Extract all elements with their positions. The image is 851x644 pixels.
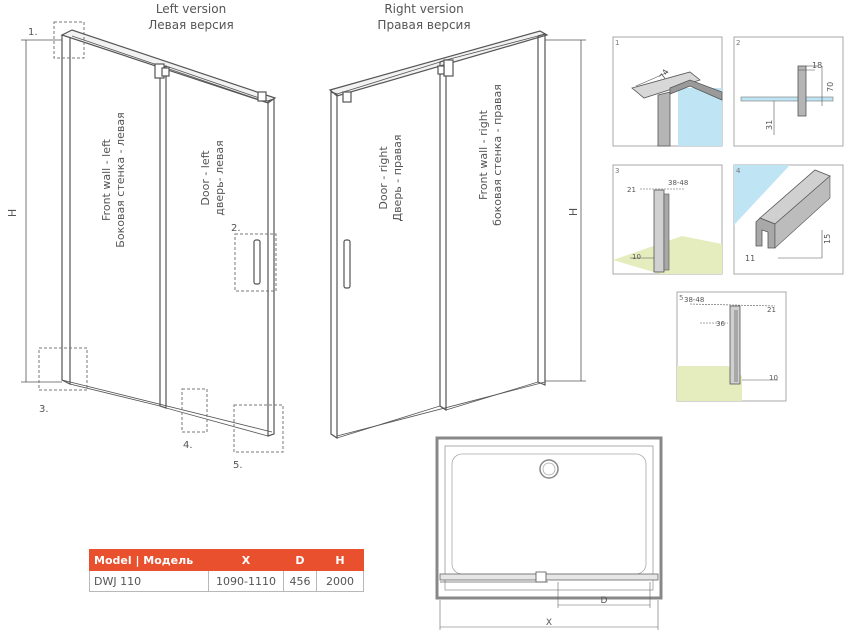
detail-3-number: 3 bbox=[615, 167, 619, 175]
plan-x-label: X bbox=[546, 618, 552, 628]
callout-label-2: 2. bbox=[231, 223, 241, 234]
callout-label-3: 3. bbox=[39, 404, 49, 415]
detail-2-dim-18: 18 bbox=[812, 61, 822, 70]
detail-4-dim-11: 11 bbox=[745, 254, 755, 263]
plan-d-label: D bbox=[601, 596, 608, 606]
left-version-title-ru: Левая версия bbox=[148, 18, 234, 32]
callout-label-4: 4. bbox=[183, 440, 193, 451]
detail-1-number: 1 bbox=[615, 39, 619, 47]
right-version-title-en: Right version bbox=[384, 2, 463, 16]
header-h: H bbox=[316, 549, 364, 571]
detail-3 bbox=[612, 164, 723, 275]
detail-5-number: 5 bbox=[679, 294, 683, 302]
left-door-label-ru: дверь- левая bbox=[213, 140, 226, 215]
table-header-row: Model | Модель X D H bbox=[89, 549, 364, 571]
detail-3-dim-21: 21 bbox=[627, 186, 636, 194]
right-front-wall-label-en: Front wall - right bbox=[477, 109, 490, 200]
left-version-drawing bbox=[21, 29, 277, 437]
cell-d: 456 bbox=[283, 570, 317, 592]
detail-1 bbox=[612, 36, 723, 147]
right-version-title-ru: Правая версия bbox=[377, 18, 470, 32]
left-door-label-en: Door - left bbox=[199, 150, 212, 206]
detail-4-dim-15: 15 bbox=[823, 234, 832, 244]
header-x: X bbox=[208, 549, 284, 571]
header-d: D bbox=[283, 549, 317, 571]
cell-h: 2000 bbox=[316, 570, 364, 592]
callout-label-1: 1. bbox=[28, 27, 38, 38]
right-door-label-en: Door - right bbox=[377, 146, 390, 210]
left-height-label: H bbox=[6, 209, 19, 217]
left-front-wall-label-en: Front wall - left bbox=[100, 138, 113, 221]
table-row: DWJ 110 1090-1110 456 2000 bbox=[89, 570, 364, 592]
left-version-title-en: Left version bbox=[156, 2, 226, 16]
detail-2-number: 2 bbox=[736, 39, 740, 47]
right-front-wall-label-ru: боковая стенка - правая bbox=[491, 84, 504, 226]
detail-5-dim-21: 21 bbox=[767, 306, 776, 314]
right-door-label-ru: Дверь - правая bbox=[391, 134, 404, 221]
detail-2 bbox=[733, 36, 844, 147]
callout-boxes bbox=[38, 21, 284, 453]
right-height-label: H bbox=[567, 208, 580, 216]
detail-2-dim-31: 31 bbox=[765, 120, 774, 130]
model-spec-table: Model | Модель X D H DWJ 110 1090-1110 4… bbox=[89, 549, 364, 592]
detail-2-dim-70: 70 bbox=[826, 82, 835, 92]
detail-1-dim-74: 74 bbox=[658, 68, 671, 81]
header-model: Model | Модель bbox=[89, 549, 209, 571]
detail-5-dim-36: 36 bbox=[716, 320, 725, 328]
callout-label-5: 5. bbox=[233, 460, 243, 471]
detail-5-dim-38-48: 38-48 bbox=[684, 296, 704, 304]
detail-5 bbox=[676, 291, 787, 402]
cell-x: 1090-1110 bbox=[208, 570, 284, 592]
detail-3-dim-38-48: 38-48 bbox=[668, 179, 688, 187]
detail-4-number: 4 bbox=[736, 167, 741, 175]
detail-5-dim-10: 10 bbox=[769, 374, 778, 382]
detail-3-dim-10: 10 bbox=[632, 253, 641, 261]
detail-4 bbox=[733, 164, 844, 275]
left-front-wall-label-ru: Боковая стенка - левая bbox=[114, 112, 127, 247]
right-version-drawing bbox=[328, 30, 586, 440]
cell-model: DWJ 110 bbox=[89, 570, 209, 592]
plan-view bbox=[435, 436, 663, 630]
